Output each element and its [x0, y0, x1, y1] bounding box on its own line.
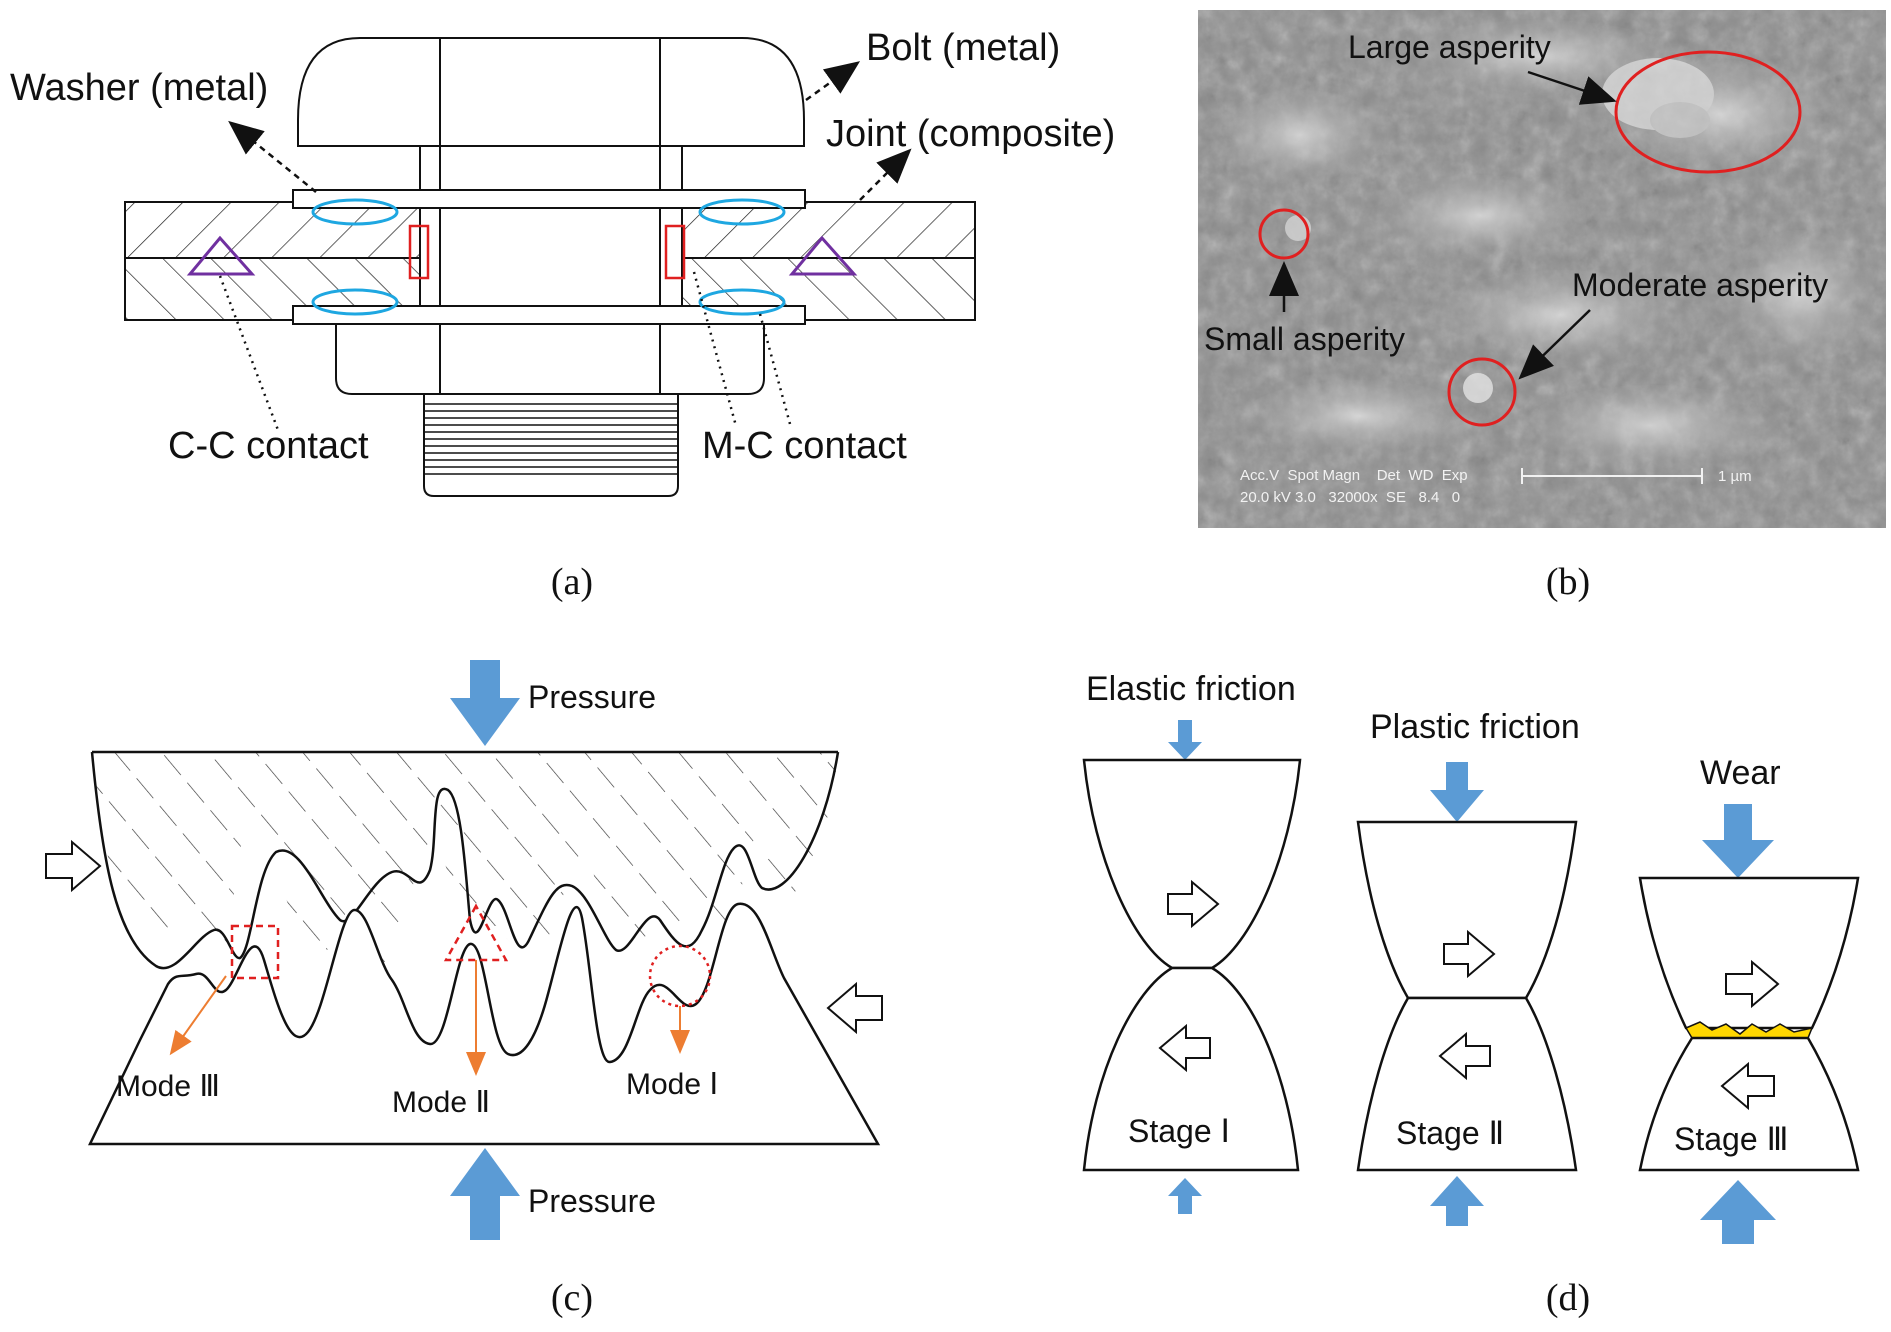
right-shear-arrow [826, 981, 883, 1035]
upper-body-outline [90, 751, 840, 970]
panel-d-friction-stages: Elastic friction Stage Ⅰ Plastic frictio… [1082, 670, 1860, 1319]
moderate-asperity-label: Moderate asperity [1572, 267, 1828, 303]
joint-label: Joint (composite) [826, 113, 1115, 155]
mc-contact-ellipse [698, 198, 786, 226]
stage3-top-arrow [1702, 804, 1774, 878]
small-asperity-circle [1258, 208, 1310, 260]
sem-scale-label: 1 µm [1718, 468, 1752, 485]
stage3-left-arrow [1720, 1061, 1775, 1111]
stage1-bottom-arrow [1168, 1178, 1202, 1214]
mc-contact-ellipse [311, 198, 399, 226]
large-asperity-circle [1614, 50, 1802, 174]
stage3-label: Stage Ⅲ [1674, 1121, 1789, 1157]
bolt-hole-contact-rect [408, 224, 430, 280]
lower-body [88, 902, 881, 1146]
washer-upper [292, 189, 806, 209]
mc-contact-ellipse [698, 288, 786, 316]
plastic-friction-label: Plastic friction [1370, 708, 1580, 746]
cc-contact-triangle [788, 235, 858, 276]
nut [335, 323, 765, 395]
mode-i-label: Mode Ⅰ [626, 1068, 718, 1101]
sem-scale-bar [1521, 468, 1703, 484]
stage3-bottom-arrow [1700, 1180, 1776, 1244]
stage2-top-arrow [1430, 762, 1484, 822]
bolt-hole-contact-rect [664, 224, 686, 280]
pressure-top-label: Pressure [528, 679, 656, 715]
pressure-arrow-top [450, 660, 520, 746]
mode-iii-marker [230, 924, 280, 980]
bolt-head [297, 37, 805, 147]
stage3-right-arrow [1725, 959, 1780, 1009]
stage1-right-arrow [1167, 879, 1220, 929]
stage2-lower-block [1356, 996, 1578, 1172]
mc-contact-ellipse [311, 288, 399, 316]
panel-c-caption: (c) [551, 1277, 593, 1319]
stage2-right-arrow [1443, 929, 1496, 979]
stage1-left-arrow [1158, 1023, 1211, 1073]
mode-i-marker [648, 944, 712, 1008]
elastic-friction-label: Elastic friction [1086, 670, 1296, 708]
bolt-label: Bolt (metal) [866, 27, 1060, 69]
pressure-arrow-bottom [450, 1148, 520, 1240]
stage3-upper-block [1638, 876, 1860, 1030]
panel-d-caption: (d) [1546, 1277, 1590, 1319]
small-asperity-label: Small asperity [1204, 321, 1405, 357]
panel-c-asperity-modes: Pressure Pressure Mode Ⅲ Mode Ⅱ Mode Ⅰ (… [45, 660, 883, 1319]
thread-lines [424, 403, 678, 475]
cc-contact-triangle [186, 235, 256, 276]
large-asperity-label: Large asperity [1348, 29, 1551, 65]
mode-iii-label: Mode Ⅲ [116, 1070, 220, 1103]
mode-ii-marker [443, 903, 509, 962]
panel-a-caption: (a) [551, 561, 593, 603]
stage1-lower-block [1082, 966, 1300, 1172]
stage2-left-arrow [1438, 1031, 1491, 1081]
stage1-upper-block [1082, 758, 1302, 970]
sem-surface-features [1210, 20, 1880, 475]
panel-b-sem-image: Large asperity Moderate asperity Small a… [1198, 10, 1886, 603]
sem-meta-header: Acc.V Spot Magn Det WD Exp [1240, 467, 1468, 484]
stage1-label: Stage Ⅰ [1128, 1113, 1230, 1149]
mc-contact-label: M-C contact [702, 425, 907, 467]
washer-lower [292, 305, 806, 325]
bolt-hole [420, 202, 682, 320]
stage2-bottom-arrow [1430, 1176, 1484, 1226]
moderate-asperity-circle [1447, 357, 1517, 427]
bolt-thread [423, 393, 679, 497]
cc-contact-label: C-C contact [168, 425, 369, 467]
panel-b-caption: (b) [1546, 561, 1590, 603]
sem-meta-values: 20.0 kV 3.0 32000x SE 8.4 0 [1240, 489, 1460, 506]
panel-a-bolted-joint: Bolt (metal) Washer (metal) Joint (compo… [10, 27, 1115, 603]
stage1-top-arrow [1168, 720, 1202, 760]
pressure-bottom-label: Pressure [528, 1183, 656, 1219]
mode-ii-label: Mode Ⅱ [392, 1086, 490, 1119]
wear-label: Wear [1700, 754, 1781, 792]
stage2-label: Stage Ⅱ [1396, 1115, 1504, 1151]
left-shear-arrow [45, 839, 102, 893]
washer-label: Washer (metal) [10, 67, 268, 109]
